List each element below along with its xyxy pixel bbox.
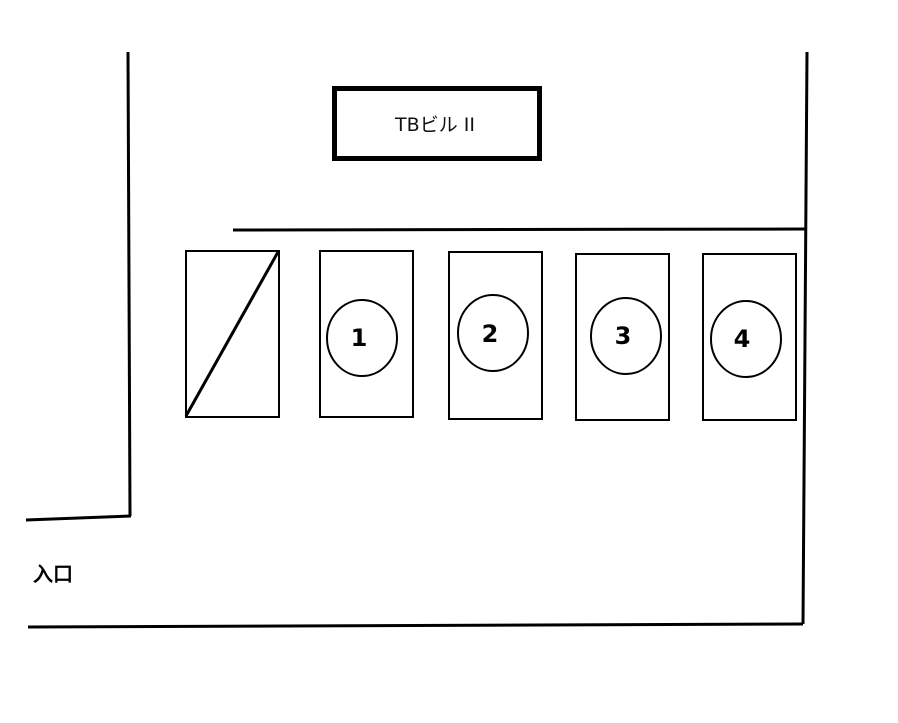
spot-number: 2 — [482, 320, 499, 348]
building-divider-line — [232, 227, 808, 232]
parking-spot-1[interactable]: 1 — [319, 250, 414, 418]
bottom-wall — [27, 622, 804, 629]
building-label: TBビル II — [394, 114, 475, 136]
spot-outline — [575, 253, 670, 421]
right-wall — [801, 51, 809, 625]
parking-spot-3[interactable]: 3 — [575, 253, 670, 421]
spot-outline — [185, 250, 280, 418]
parking-spot-2[interactable]: 2 — [448, 251, 543, 420]
spot-outline — [702, 253, 797, 421]
parking-spot-unavailable — [184, 250, 280, 418]
spot-number-circle — [590, 297, 662, 375]
parking-spots: 1 2 3 4 — [184, 250, 797, 421]
spot-number: 1 — [351, 324, 368, 352]
building: TBビル II — [332, 86, 542, 161]
spot-number-circle — [710, 300, 782, 378]
unavailable-slash — [184, 251, 280, 417]
left-wall — [126, 51, 132, 517]
building-outline — [332, 86, 542, 161]
spot-outline — [319, 250, 414, 418]
entrance-upper-wall — [25, 514, 132, 522]
spot-number: 4 — [734, 325, 751, 353]
spot-number-circle — [326, 299, 398, 377]
spot-number: 3 — [615, 322, 632, 350]
parking-spot-4[interactable]: 4 — [702, 253, 797, 421]
site-boundary — [25, 51, 809, 629]
entrance-label: 入口 — [33, 562, 73, 586]
spot-outline — [448, 251, 543, 420]
spot-number-circle — [457, 294, 529, 372]
